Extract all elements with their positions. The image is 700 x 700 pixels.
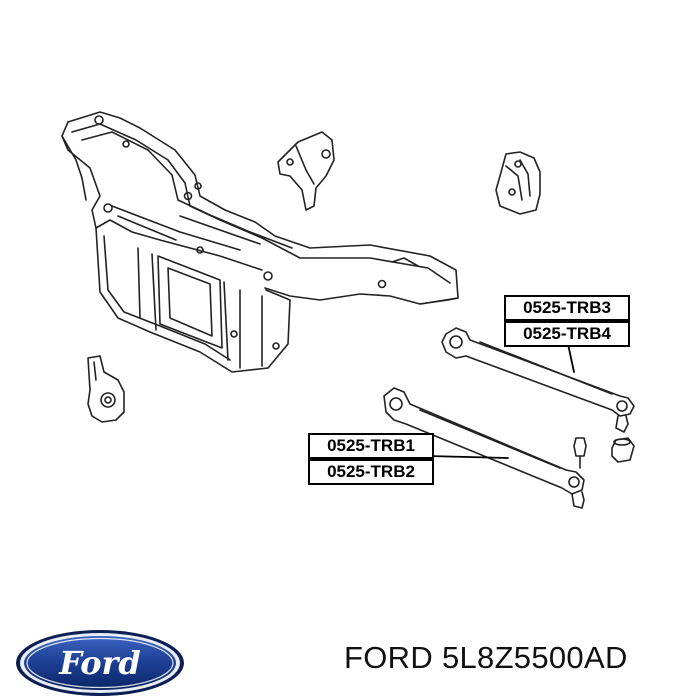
upper-bracket-left [277,131,335,211]
footer-part-caption: FORD 5L8Z5500AD [344,640,628,676]
lower-control-arm [383,387,587,509]
leader-line-trb1-trb2 [427,455,509,459]
suspension-parts-diagram [61,111,635,509]
upper-control-arm [441,327,635,463]
upper-bracket-right [495,151,541,215]
footer-brand-name: FORD [344,640,434,675]
lower-bracket-left [87,355,125,423]
ford-logo: Ford [16,630,184,696]
leader-line-trb3-trb4 [567,343,575,373]
part-label-trb2: 0525-TRB2 [308,459,434,485]
part-label-trb1: 0525-TRB1 [308,433,434,459]
footer-part-number: 5L8Z5500AD [441,640,628,675]
part-label-trb3: 0525-TRB3 [504,295,630,321]
subframe-crossmember [61,111,459,373]
ford-logo-text: Ford [58,644,141,682]
part-label-trb4: 0525-TRB4 [504,321,630,347]
